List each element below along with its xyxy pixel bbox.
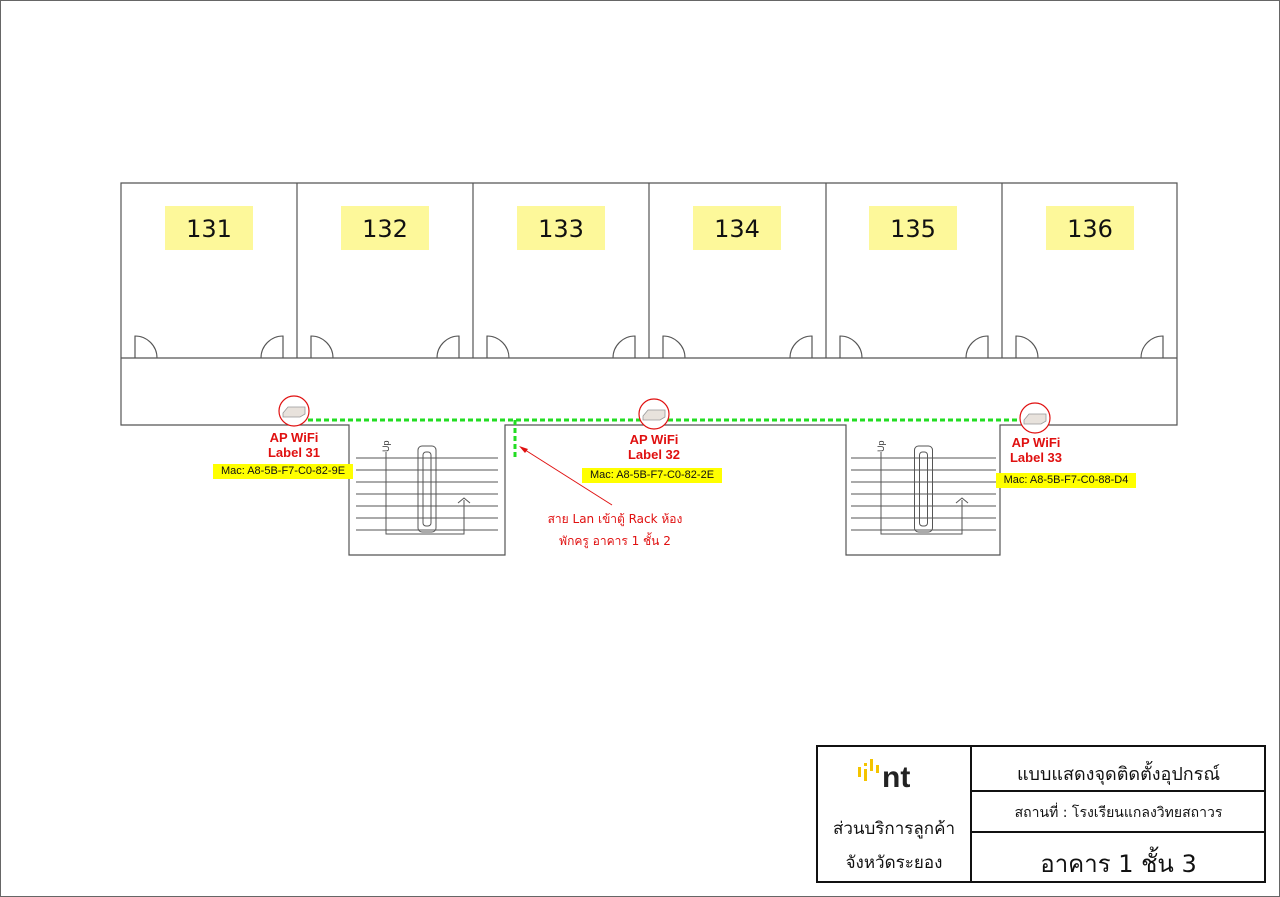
ap-label: Label 32 (627, 447, 681, 462)
room-number-131: 131 (165, 206, 253, 250)
access-point-icon (638, 398, 670, 430)
room-number-136: 136 (1046, 206, 1134, 250)
door-swing (789, 335, 813, 359)
mac-label-31: Mac: A8-5B-F7-C0-82-9E (213, 464, 353, 479)
door-swing (965, 335, 989, 359)
logo-text: nt (882, 761, 911, 794)
access-point-icon (278, 395, 310, 427)
stair-up-label: Up (876, 440, 886, 452)
building-floor: อาคาร 1 ชั้น 3 (1040, 850, 1197, 878)
mac-label-32: Mac: A8-5B-F7-C0-82-2E (582, 468, 722, 483)
door-swing (436, 335, 460, 359)
drawing-title: แบบแสดงจุดติดตั้งอุปกรณ์ (1016, 764, 1221, 785)
door-swing (612, 335, 636, 359)
ap-label-32: AP WiFi Label 32 (606, 432, 702, 462)
nt-logo-icon (858, 759, 879, 781)
ap-label-31: AP WiFi Label 31 (246, 430, 342, 460)
door-swing (1015, 335, 1039, 359)
door-swing (662, 335, 686, 359)
location-text: สถานที่ : โรงเรียนแกลงวิทยสถาวร (1014, 805, 1223, 821)
title-block-divider (971, 831, 1266, 833)
ap-label: Label 33 (1009, 450, 1063, 465)
cable-note: สาย Lan เข้าตู้ Rack ห้อง พักครู อาคาร 1… (530, 508, 700, 552)
room-number-135: 135 (869, 206, 957, 250)
ap-label-33: AP WiFi Label 33 (988, 435, 1084, 465)
stair-chevron-icon (457, 497, 471, 504)
title-block: nt ส่วนบริการลูกค้า จังหวัดระยอง แบบแสดง… (816, 745, 1266, 883)
stair-direction-path (385, 452, 465, 535)
ap-title: AP WiFi (1011, 435, 1061, 450)
door-swing (486, 335, 510, 359)
door-swing (310, 335, 334, 359)
door-swing (134, 335, 158, 359)
ap-title: AP WiFi (629, 432, 679, 447)
room-number-133: 133 (517, 206, 605, 250)
cable-note-line1: สาย Lan เข้าตู้ Rack ห้อง (547, 512, 683, 526)
org-line1: ส่วนบริการลูกค้า (832, 819, 956, 839)
cable-note-line2: พักครู อาคาร 1 ชั้น 2 (559, 534, 671, 548)
access-point-icon (1019, 402, 1051, 434)
stair-railing (914, 445, 933, 533)
ap-label: Label 31 (267, 445, 321, 460)
door-swing (839, 335, 863, 359)
ap-title: AP WiFi (269, 430, 319, 445)
annotation-arrow (521, 447, 613, 506)
mac-label-33: Mac: A8-5B-F7-C0-88-D4 (996, 473, 1136, 488)
stair-railing-inner (919, 451, 928, 527)
stair-railing-inner (422, 451, 432, 527)
title-block-divider (971, 790, 1266, 792)
stair-up-label: Up (381, 440, 391, 452)
org-line2: จังหวัดระยอง (845, 853, 943, 873)
stair-railing (417, 445, 437, 533)
stair-direction-path (880, 452, 963, 535)
arrow-head (519, 446, 528, 453)
building-outline (120, 182, 1178, 556)
stair-chevron-icon (955, 497, 969, 504)
room-number-134: 134 (693, 206, 781, 250)
room-number-132: 132 (341, 206, 429, 250)
door-swing (1140, 335, 1164, 359)
door-swing (260, 335, 284, 359)
title-block-org: nt ส่วนบริการลูกค้า จังหวัดระยอง (818, 747, 972, 881)
